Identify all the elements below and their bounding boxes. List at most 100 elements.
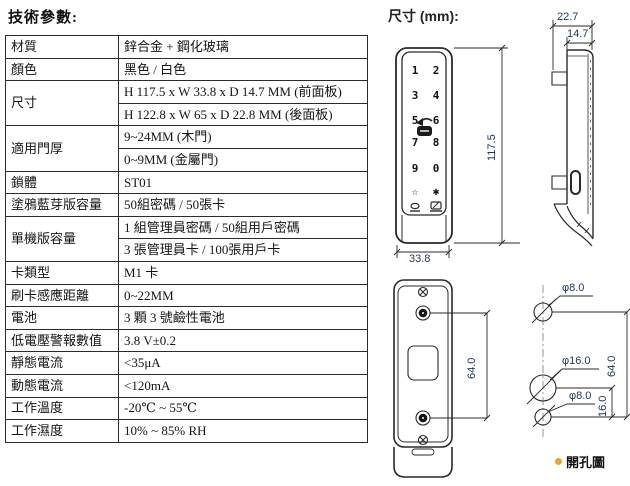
mount-hole-top: [416, 306, 430, 320]
dim-label-total-depth: 22.7: [557, 11, 579, 23]
spec-value: 黑色 / 白色: [118, 57, 368, 82]
spec-value: 1 組管理員密碼 / 50組用戶密碼: [118, 215, 368, 240]
spec-label: 工作濕度: [5, 419, 119, 443]
side-hook: [554, 204, 593, 246]
dimensions-title: 尺寸 (mm):: [388, 8, 459, 24]
spec-label: 動態電流: [5, 373, 119, 398]
leader-lines: [548, 296, 599, 412]
spec-label: 刷卡感應距離: [5, 283, 119, 308]
dim-label-front-width: 33.8: [409, 253, 431, 265]
dim-label-drill-span: 64.0: [606, 355, 618, 377]
spec-label: 適用門厚: [5, 125, 119, 172]
table-row: 材質鋅合金 + 鋼化玻璃: [5, 35, 368, 59]
spec-value: 0~9MM (金屬門): [118, 147, 368, 172]
spec-value: <35μA: [118, 351, 368, 375]
spec-label: 鎖體: [5, 170, 119, 195]
front-width-dimension: [394, 245, 452, 258]
spec-value: 10% ~ 85% RH: [118, 419, 368, 443]
drill-caption-text: 開孔圖: [566, 455, 606, 470]
drill-dimensions: [551, 309, 630, 420]
back-view-drawing: [394, 280, 490, 477]
latch-window: [408, 346, 438, 380]
table-row: H 122.8 x W 65 x D 22.8 MM (後面板): [6, 102, 368, 127]
screw-icon: [419, 288, 428, 297]
spec-label: 電池: [5, 306, 119, 330]
spec-label: 靜態電流: [5, 351, 119, 375]
dim-label-top-hole-dia: φ8.0: [562, 282, 585, 294]
front-height-dimension: [454, 45, 520, 246]
spec-value: H 117.5 x W 33.8 x D 14.7 MM (前面板): [118, 80, 368, 104]
spec-value: 3.8 V±0.2: [118, 328, 368, 353]
spec-label: 尺寸: [5, 80, 119, 127]
bullet-icon: [555, 458, 562, 465]
spec-value: 3 顆 3 號鹼性電池: [118, 306, 368, 330]
card-reader-icon: [430, 202, 442, 211]
table-row: 工作溫度-20℃ ~ 55℃: [5, 396, 368, 421]
back-hole-spacing-dimension: [430, 310, 490, 421]
spec-label: 卡類型: [5, 260, 119, 285]
keypad-key-star-icon: ☆: [411, 185, 419, 198]
spec-value: 3 張管理員卡 / 100張用戶卡: [118, 238, 368, 262]
dim-label-bottom-hole-dia: φ8.0: [569, 390, 592, 402]
drill-diagram-caption: 開孔圖: [555, 452, 605, 471]
spec-label: 顏色: [5, 57, 119, 82]
spec-value: <120mA: [118, 373, 368, 398]
table-row: 0~9MM (金屬門): [6, 147, 368, 172]
keypad-key-hash-icon: ✱: [432, 185, 440, 198]
page-title: 技術參數:: [8, 10, 78, 26]
table-row: 靜態電流<35μA: [5, 351, 368, 375]
spec-label: 材質: [5, 35, 119, 59]
table-row: 顏色黑色 / 白色: [5, 57, 368, 82]
side-view-drawing: [550, 20, 595, 246]
side-depth-dimensions: [550, 20, 595, 70]
spec-value: -20℃ ~ 55℃: [118, 396, 368, 421]
dim-label-front-depth: 14.7: [567, 28, 589, 40]
spec-value: 0~22MM: [118, 283, 368, 308]
spec-label: 低電壓警報數值: [5, 328, 119, 353]
card-swipe-icon: [416, 118, 432, 136]
keypad-key-0: 0: [432, 162, 440, 175]
keypad-key-5: 5: [411, 114, 419, 127]
table-row: 3 張管理員卡 / 100張用戶卡: [6, 238, 368, 262]
dim-label-back-hole-spacing: 64.0: [466, 357, 478, 379]
dimension-drawings: [380, 0, 630, 486]
spec-label: 工作溫度: [5, 396, 119, 421]
spec-value: 鋅合金 + 鋼化玻璃: [118, 35, 368, 59]
spec-value: M1 卡: [118, 260, 368, 285]
keypad-key-4: 4: [432, 89, 440, 102]
screw-icon: [419, 436, 428, 445]
dim-label-middle-hole-dia: φ16.0: [562, 355, 591, 367]
drill-diagram-drawing: [527, 285, 630, 440]
doorbell-icon: [410, 203, 420, 211]
mount-hole-bottom: [416, 411, 430, 425]
spec-value: ST01: [118, 170, 368, 195]
table-row: 動態電流<120mA: [5, 373, 368, 398]
keypad-key-3: 3: [411, 89, 419, 102]
keypad-key-8: 8: [432, 136, 440, 149]
dim-label-drill-lower-span: 16.0: [597, 395, 609, 417]
spec-label: 單機版容量: [5, 215, 119, 262]
keypad-key-1: 1: [411, 64, 419, 77]
usb-port-icon: [571, 171, 580, 194]
spec-value: H 122.8 x W 65 x D 22.8 MM (後面板): [118, 102, 368, 127]
keypad-key-6: 6: [432, 114, 440, 127]
spec-label: 塗鴉藍芽版容量: [5, 193, 119, 217]
keypad-key-2: 2: [432, 64, 440, 77]
keypad-key-9: 9: [411, 162, 419, 175]
front-view-drawing: [394, 45, 520, 258]
keypad-key-7: 7: [411, 136, 419, 149]
spec-value: 50組密碼 / 50張卡: [118, 193, 368, 217]
dim-label-front-height: 117.5: [486, 134, 498, 161]
